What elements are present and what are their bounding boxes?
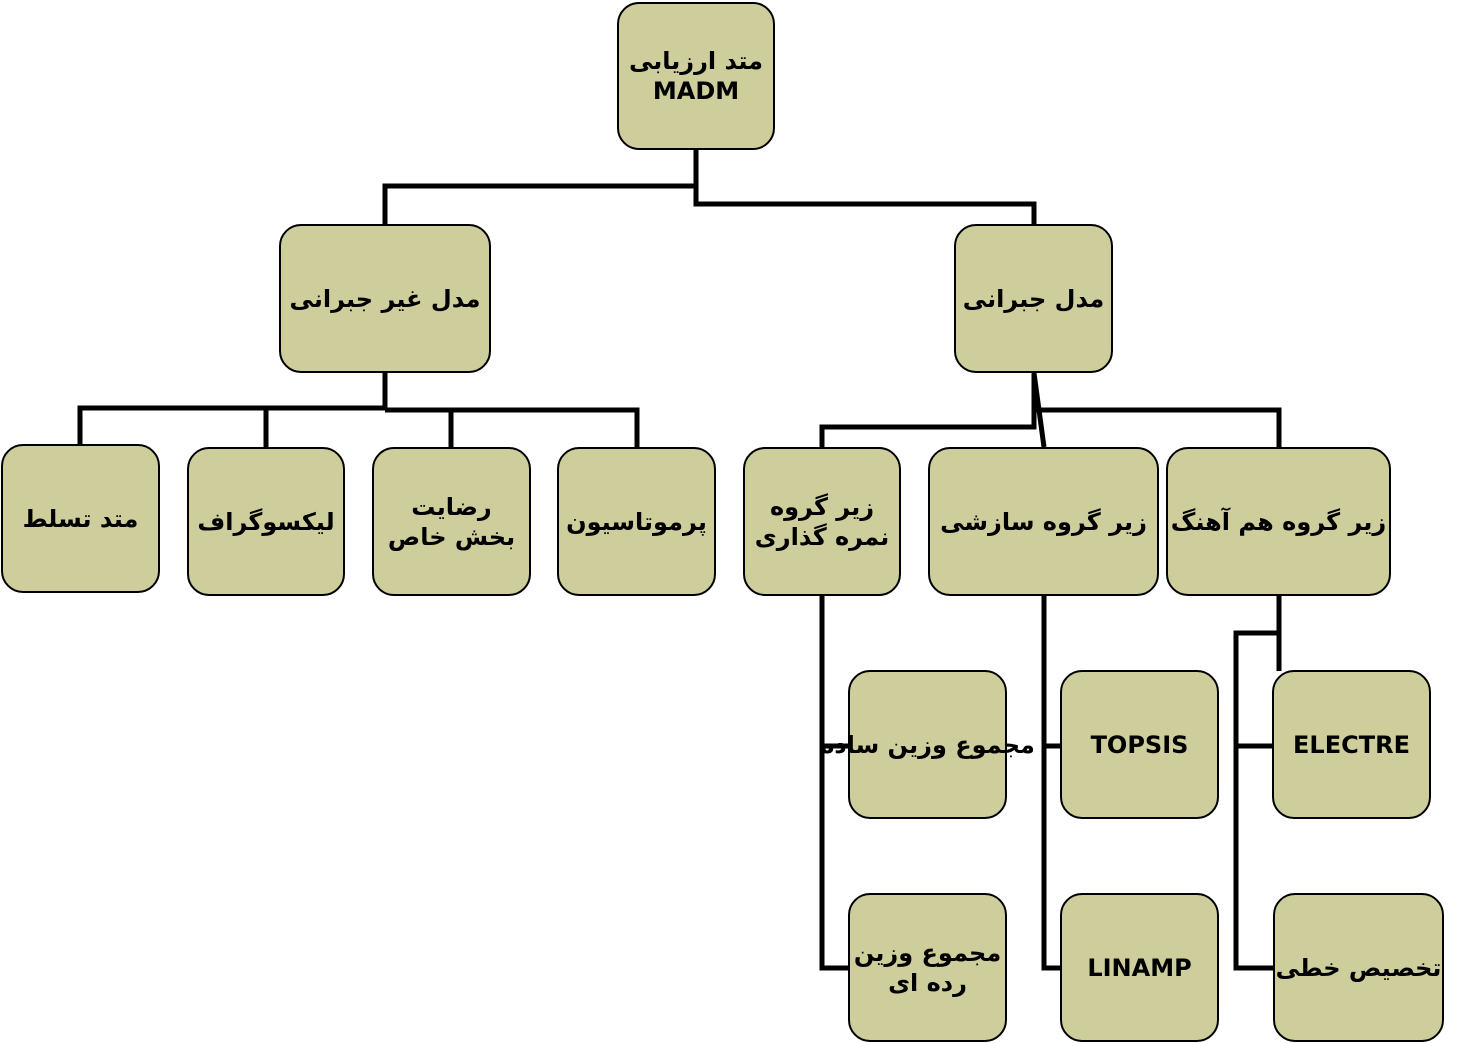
saw-label: مجموع وزین ساده <box>820 730 1035 759</box>
root-node: متد ارزیابی MADM <box>617 2 775 150</box>
topsis-label: TOPSIS <box>1090 730 1189 759</box>
non-compensatory-label: مدل غیر جبرانی <box>289 284 481 313</box>
ranked-weighted-sum-line2: رده ای <box>888 968 967 997</box>
compromise-subgroup-node: زیر گروه سازشی <box>928 447 1159 596</box>
ranked-weighted-sum-line1: مجموع وزین <box>853 938 1002 967</box>
satisficing-node: رضایت بخش خاص <box>372 447 531 596</box>
electre-label: ELECTRE <box>1293 730 1410 759</box>
root-node-acronym: MADM <box>652 77 740 105</box>
lexicographic-label: لیکسوگراف <box>197 507 335 536</box>
satisficing-label-line1: رضایت <box>411 492 492 521</box>
dominance-label: متد تسلط <box>22 504 139 533</box>
concordance-subgroup-label: زیر گروه هم آهنگ <box>1170 507 1387 536</box>
linear-assignment-node: تخصیص خطی <box>1273 893 1444 1042</box>
dominance-node: متد تسلط <box>1 444 160 593</box>
scoring-subgroup-line2: نمره گذاری <box>754 522 890 551</box>
electre-node: ELECTRE <box>1272 670 1431 819</box>
permutation-node: پرموتاسیون <box>557 447 716 596</box>
topsis-node: TOPSIS <box>1060 670 1219 819</box>
compensatory-label: مدل جبرانی <box>962 284 1105 313</box>
lexicographic-node: لیکسوگراف <box>187 447 345 596</box>
non-compensatory-node: مدل غیر جبرانی <box>279 224 491 373</box>
compensatory-node: مدل جبرانی <box>954 224 1113 373</box>
compromise-subgroup-label: زیر گروه سازشی <box>940 507 1147 536</box>
linear-assignment-label: تخصیص خطی <box>1275 953 1442 982</box>
root-node-title: متد ارزیابی <box>628 47 764 75</box>
scoring-subgroup-node: زیر گروه نمره گذاری <box>743 447 901 596</box>
permutation-label: پرموتاسیون <box>566 507 707 536</box>
linamp-node: LINAMP <box>1060 893 1219 1042</box>
linamp-label: LINAMP <box>1087 953 1192 982</box>
scoring-subgroup-line1: زیر گروه <box>769 492 875 521</box>
ranked-weighted-sum-node: مجموع وزین رده ای <box>848 893 1007 1042</box>
concordance-subgroup-node: زیر گروه هم آهنگ <box>1166 447 1391 596</box>
saw-node: مجموع وزین ساده <box>820 670 1035 819</box>
satisficing-label-line2: بخش خاص <box>387 522 516 551</box>
